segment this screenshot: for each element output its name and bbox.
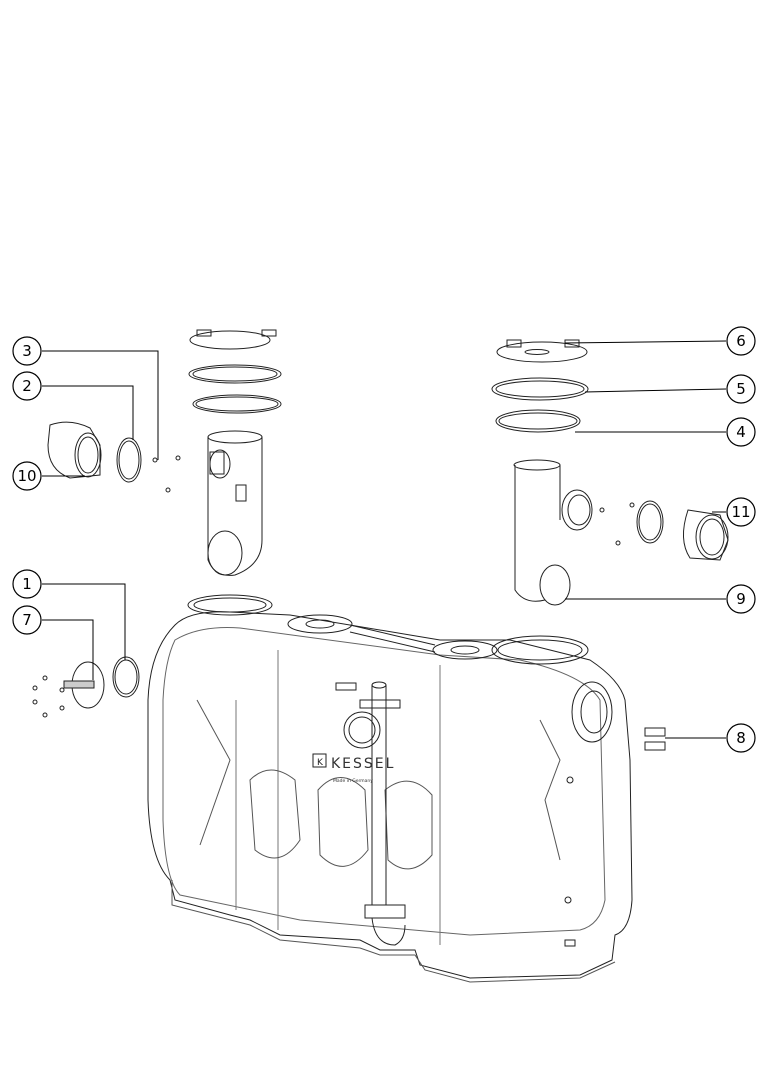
made-in-label: Made in Germany bbox=[333, 778, 373, 784]
svg-text:6: 6 bbox=[736, 332, 746, 350]
callout-9: 9 bbox=[726, 584, 756, 614]
left-parts bbox=[32, 329, 282, 718]
svg-text:9: 9 bbox=[736, 590, 746, 608]
svg-text:3: 3 bbox=[22, 342, 32, 360]
svg-text:10: 10 bbox=[17, 467, 36, 485]
callout-6: 6 bbox=[726, 326, 756, 356]
svg-text:4: 4 bbox=[736, 423, 746, 441]
leader-lines bbox=[42, 340, 727, 739]
svg-text:8: 8 bbox=[736, 729, 746, 747]
callout-4: 4 bbox=[726, 417, 756, 447]
callout-7: 7 bbox=[12, 605, 42, 635]
callout-3: 3 bbox=[12, 336, 42, 366]
tank-body: K KESSEL Made in Germany bbox=[147, 594, 633, 983]
callout-1: 1 bbox=[12, 569, 42, 599]
svg-text:7: 7 bbox=[22, 611, 32, 629]
logo-text: KESSEL bbox=[331, 756, 395, 772]
callout-11: 11 bbox=[726, 497, 756, 527]
callout-10: 10 bbox=[12, 461, 42, 491]
svg-text:1: 1 bbox=[22, 575, 32, 593]
callout-5: 5 bbox=[726, 374, 756, 404]
right-parts bbox=[491, 339, 729, 751]
svg-text:5: 5 bbox=[736, 380, 746, 398]
svg-text:2: 2 bbox=[22, 377, 32, 395]
callout-2: 2 bbox=[12, 371, 42, 401]
callout-8: 8 bbox=[726, 723, 756, 753]
svg-text:11: 11 bbox=[731, 503, 750, 521]
svg-text:K: K bbox=[317, 758, 324, 768]
